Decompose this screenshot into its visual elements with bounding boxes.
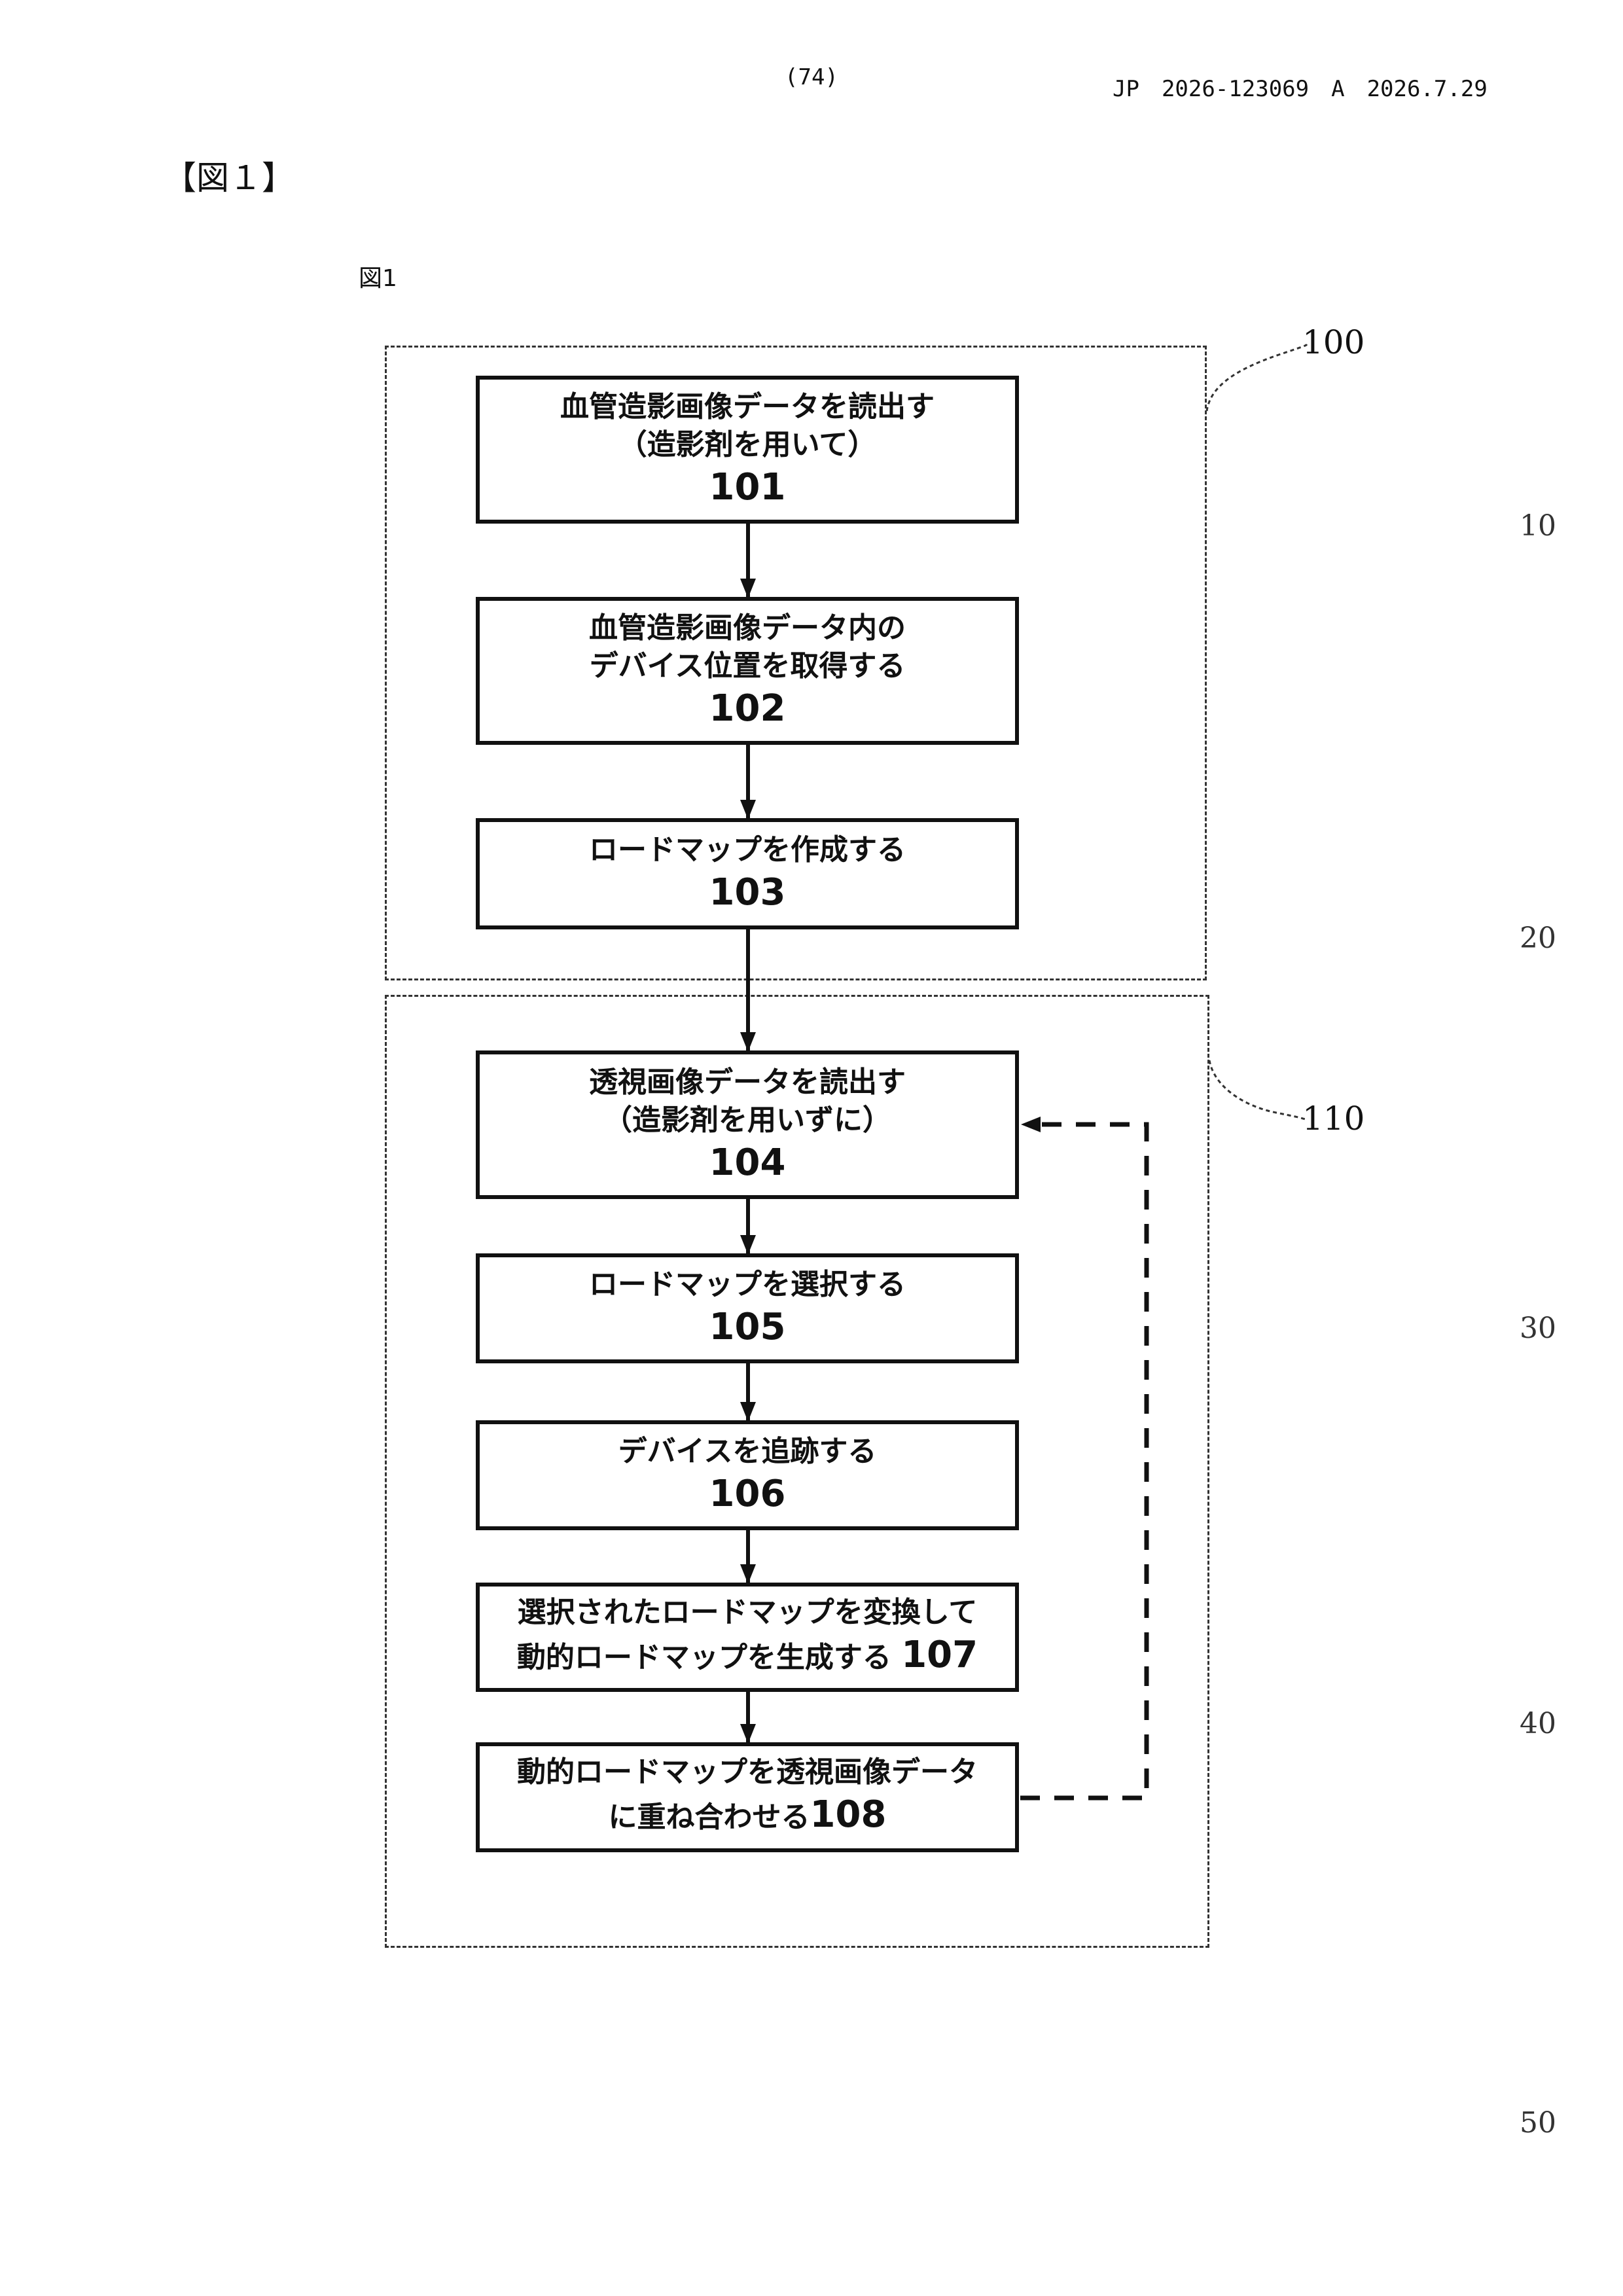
margin-line-50: 50 — [1505, 2106, 1571, 2140]
step-101: 血管造影画像データを読出す （造影剤を用いて） 101 — [476, 376, 1019, 524]
group-100-ref: 100 — [1302, 323, 1364, 361]
step-101-number: 101 — [709, 464, 786, 511]
step-105-line-1: ロードマップを選択する — [589, 1266, 906, 1304]
step-102-number: 102 — [709, 685, 786, 732]
step-101-line-1: 血管造影画像データを読出す — [560, 388, 935, 426]
step-106-number: 106 — [709, 1471, 786, 1518]
step-104: 透視画像データを読出す （造影剤を用いずに） 104 — [476, 1050, 1019, 1199]
step-104-line-2: （造影剤を用いずに） — [603, 1102, 891, 1139]
step-102-line-2: デバイス位置を取得する — [590, 647, 906, 685]
margin-line-10: 10 — [1505, 509, 1571, 543]
step-107: 選択されたロードマップを変換して 動的ロードマップを生成する 107 — [476, 1583, 1019, 1692]
group-110-ref: 110 — [1302, 1100, 1364, 1138]
loop-arrowhead — [1021, 1117, 1041, 1132]
step-105-number: 105 — [709, 1304, 786, 1351]
step-104-number: 104 — [709, 1139, 786, 1187]
margin-line-30: 30 — [1505, 1312, 1571, 1345]
step-106: デバイスを追跡する 106 — [476, 1420, 1019, 1530]
step-107-line-2-wrap: 動的ロードマップを生成する 107 — [517, 1632, 978, 1681]
step-108: 動的ロードマップを透視画像データ に重ね合わせる108 — [476, 1742, 1019, 1852]
step-104-line-1: 透視画像データを読出す — [589, 1064, 906, 1102]
step-103: ロードマップを作成する 103 — [476, 818, 1019, 929]
step-103-line-1: ロードマップを作成する — [589, 831, 906, 869]
step-103-number: 103 — [709, 869, 786, 916]
step-108-line-1: 動的ロードマップを透視画像データ — [517, 1753, 978, 1791]
step-108-line-2-wrap: に重ね合わせる108 — [609, 1791, 887, 1841]
step-106-line-1: デバイスを追跡する — [618, 1433, 877, 1471]
step-101-line-2: （造影剤を用いて） — [618, 426, 877, 464]
step-107-line-1: 選択されたロードマップを変換して — [518, 1594, 978, 1632]
feedback-loop — [1020, 1124, 1147, 1798]
step-108-number: 108 — [810, 1793, 887, 1836]
margin-line-20: 20 — [1505, 922, 1571, 955]
step-108-line-2: に重ね合わせる — [609, 1801, 810, 1834]
leader-110 — [1209, 1060, 1306, 1119]
step-102: 血管造影画像データ内の デバイス位置を取得する 102 — [476, 597, 1019, 745]
step-105: ロードマップを選択する 105 — [476, 1253, 1019, 1363]
step-102-line-1: 血管造影画像データ内の — [589, 609, 906, 647]
step-107-number: 107 — [901, 1634, 978, 1676]
leader-100 — [1207, 345, 1306, 411]
step-107-line-2: 動的ロードマップを生成する — [517, 1641, 891, 1674]
margin-line-40: 40 — [1505, 1707, 1571, 1740]
loop-path — [1020, 1124, 1147, 1798]
